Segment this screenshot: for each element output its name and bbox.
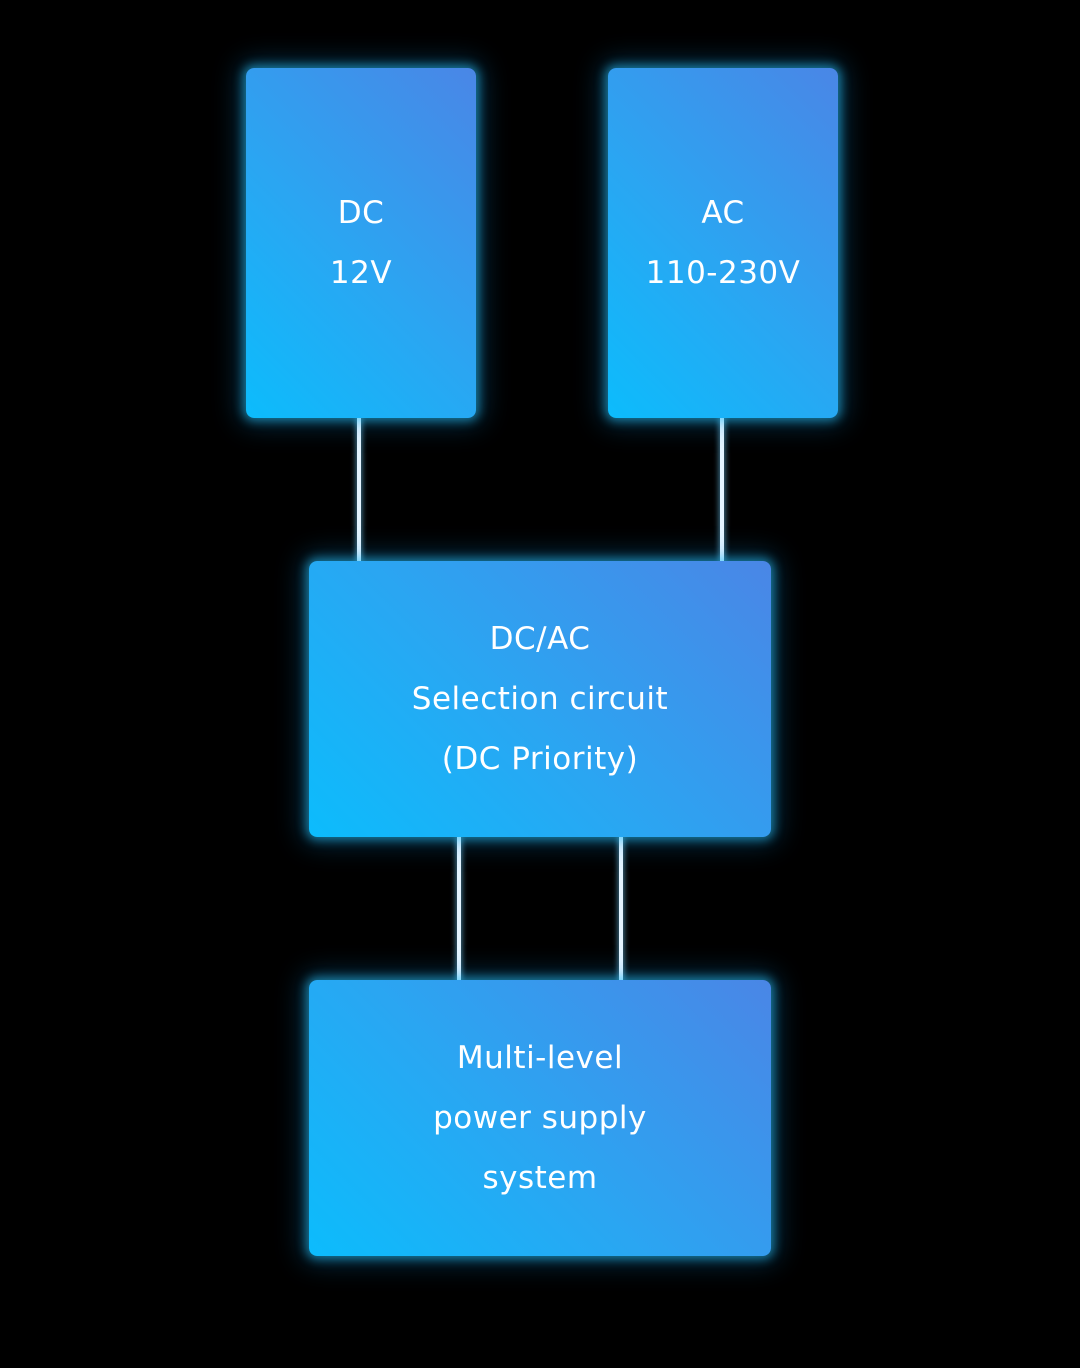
ac-input-line-1: AC <box>701 195 745 231</box>
selection-circuit-box: DC/AC Selection circuit (DC Priority) <box>309 561 771 837</box>
dc-input-line-2: 12V <box>329 255 393 291</box>
selection-circuit-line-1: DC/AC <box>489 621 591 657</box>
dc-input-box: DC 12V <box>246 68 476 418</box>
ac-input-box: AC 110-230V <box>608 68 838 418</box>
connector-selection-to-supply-left <box>457 837 461 980</box>
power-supply-box: Multi-level power supply system <box>309 980 771 1256</box>
power-supply-line-2: power supply <box>433 1100 647 1136</box>
connector-ac-to-selection <box>720 418 724 561</box>
ac-input-line-2: 110-230V <box>645 255 801 291</box>
connector-selection-to-supply-right <box>619 837 623 980</box>
power-supply-line-3: system <box>482 1160 598 1196</box>
selection-circuit-line-3: (DC Priority) <box>441 741 639 777</box>
connector-dc-to-selection <box>357 418 361 561</box>
dc-input-line-1: DC <box>337 195 385 231</box>
selection-circuit-line-2: Selection circuit <box>411 681 669 717</box>
power-supply-line-1: Multi-level <box>456 1040 624 1076</box>
